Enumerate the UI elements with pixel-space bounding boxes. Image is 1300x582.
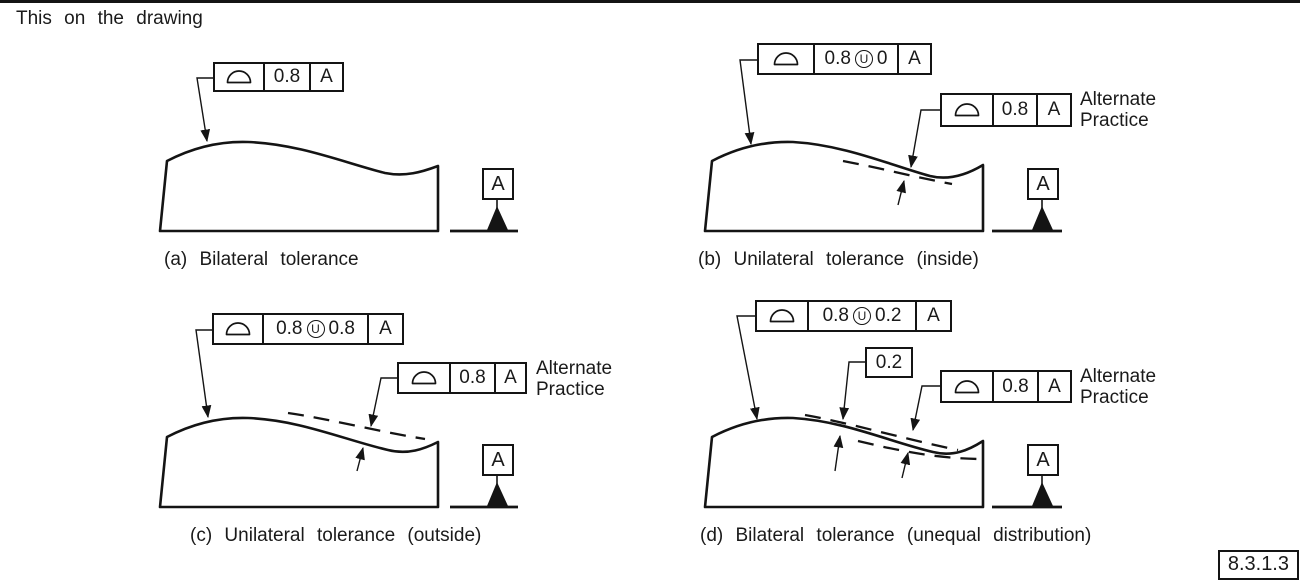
- unequally-disposed-icon: U: [306, 320, 325, 338]
- profile-of-a-surface-icon: [214, 315, 262, 343]
- fcf-offset-value: 0: [876, 48, 888, 69]
- alternate-practice-line2: Practice: [536, 379, 605, 400]
- section-reference-box: 8.3.1.3: [1217, 550, 1299, 580]
- profile-of-a-surface-icon: [942, 372, 992, 401]
- tolerance-zone-dashed-d-upper: [804, 413, 959, 452]
- fcf-tolerance-value: 0.8: [276, 318, 303, 339]
- datum-triangle-d: [1032, 482, 1053, 506]
- alternate-practice-label-d: Alternate Practice: [1080, 366, 1156, 408]
- alternate-practice-label-c: Alternate Practice: [536, 358, 612, 400]
- leader-b-main: [739, 59, 757, 146]
- datum-feature-symbol-a: A: [482, 168, 514, 200]
- caption-c: (c) Unilateral tolerance (outside): [190, 525, 482, 546]
- datum-feature-symbol-d: A: [1027, 444, 1059, 476]
- fcf-datum-ref: A: [897, 45, 930, 73]
- dimension-box-0-2: 0.2: [865, 347, 913, 378]
- fcf-tolerance-value: 0.8: [449, 364, 494, 392]
- leader-c-alt: [368, 377, 397, 428]
- fcf-c-main: 0.8 U 0.8 A: [212, 313, 404, 345]
- profile-of-a-surface-icon: [942, 95, 992, 125]
- zone-arrow-d-alt-up: [900, 451, 911, 479]
- profile-of-a-surface-icon: [759, 45, 813, 73]
- fcf-tolerance-value: 0.8: [992, 95, 1036, 125]
- part-outline-b: [703, 140, 985, 233]
- tolerance-zone-dashed-c: [287, 411, 426, 441]
- alternate-practice-line2: Practice: [1080, 387, 1149, 408]
- zone-arrow-d-dim-up: [833, 434, 844, 472]
- alternate-practice-line1: Alternate: [1080, 366, 1157, 387]
- datum-feature-symbol-b: A: [1027, 168, 1059, 200]
- fcf-datum-ref: A: [309, 64, 342, 90]
- fcf-d-alternate: 0.8 A: [940, 370, 1072, 403]
- fcf-datum-ref: A: [367, 315, 402, 343]
- caption-d: (d) Bilateral tolerance (unequal distrib…: [700, 525, 1092, 546]
- fcf-tolerance-cell: 0.8 U 0.8: [262, 315, 367, 343]
- fcf-tolerance-value: 0.8: [992, 372, 1037, 401]
- zone-arrow-c-up: [355, 446, 365, 472]
- fcf-offset-value: 0.8: [328, 318, 355, 339]
- alternate-practice-line1: Alternate: [536, 358, 613, 379]
- tolerance-zone-dashed-d-lower: [857, 439, 979, 461]
- fcf-tolerance-cell: 0.8 U 0.2: [807, 302, 915, 330]
- fcf-datum-ref: A: [1036, 95, 1070, 125]
- fcf-tolerance-value: 0.8: [822, 305, 849, 326]
- fcf-datum-ref: A: [915, 302, 950, 330]
- fcf-datum-ref: A: [494, 364, 525, 392]
- unequally-disposed-icon: U: [854, 50, 873, 68]
- leader-d-main: [736, 315, 760, 421]
- zone-arrow-b-up: [896, 179, 906, 206]
- leader-b-alt: [908, 109, 940, 169]
- datum-triangle-c: [487, 482, 508, 506]
- leader-c-main: [195, 329, 212, 419]
- datum-triangle-a: [487, 206, 508, 230]
- fcf-d-main: 0.8 U 0.2 A: [755, 300, 952, 332]
- datum-triangle-b: [1032, 206, 1053, 230]
- alternate-practice-label-b: Alternate Practice: [1080, 89, 1156, 131]
- drawing-note: This on the drawing: [16, 8, 203, 29]
- part-outline-c: [158, 416, 440, 509]
- unequally-disposed-icon: U: [853, 307, 871, 325]
- caption-b: (b) Unilateral tolerance (inside): [698, 249, 979, 270]
- datum-feature-symbol-c: A: [482, 444, 514, 476]
- leader-a-main: [196, 77, 214, 143]
- leader-d-dim: [839, 361, 865, 421]
- alternate-practice-line1: Alternate: [1080, 89, 1157, 110]
- fcf-b-main: 0.8 U 0 A: [757, 43, 932, 75]
- fcf-offset-value: 0.2: [875, 305, 902, 326]
- caption-a: (a) Bilateral tolerance: [164, 249, 359, 270]
- fcf-a-main: 0.8 A: [213, 62, 344, 92]
- fcf-datum-ref: A: [1037, 372, 1070, 401]
- tolerance-zone-dashed-b: [842, 159, 953, 186]
- fcf-b-alternate: 0.8 A: [940, 93, 1072, 127]
- fcf-tolerance-value: 0.8: [263, 64, 309, 90]
- part-outline-a: [158, 140, 440, 233]
- profile-of-a-surface-icon: [399, 364, 449, 392]
- fcf-tolerance-value: 0.8: [824, 48, 851, 69]
- fcf-tolerance-cell: 0.8 U 0: [813, 45, 897, 73]
- bottom-border-rule: [0, 0, 1300, 3]
- fcf-c-alternate: 0.8 A: [397, 362, 527, 394]
- part-outline-d: [703, 416, 985, 509]
- leader-d-alt: [910, 385, 940, 432]
- profile-of-a-surface-icon: [757, 302, 807, 330]
- alternate-practice-line2: Practice: [1080, 110, 1149, 131]
- profile-of-a-surface-icon: [215, 64, 263, 90]
